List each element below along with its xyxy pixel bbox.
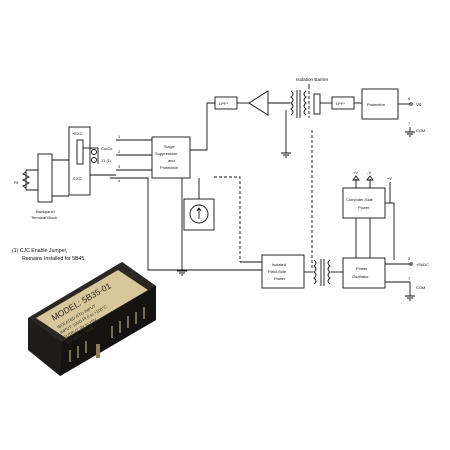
isolation-transformer bbox=[290, 90, 294, 116]
backpanel-label-2: Terminal Block bbox=[31, 215, 57, 220]
surge-label-3: and bbox=[168, 158, 175, 163]
field-side-power-block bbox=[261, 254, 305, 289]
amplifier-triangle bbox=[248, 90, 269, 116]
computer-power-label-1: Computer-Side bbox=[346, 197, 374, 202]
protection-label: Protection bbox=[367, 102, 385, 107]
com-label-bottom: COM bbox=[416, 285, 425, 290]
isolation-barrier-label: Isolation Barrier bbox=[296, 77, 329, 82]
pin-3: 3 bbox=[118, 164, 121, 169]
jumper-note-line-1: (1) CJC Enable Jumper, bbox=[12, 248, 67, 254]
surge-protection-block bbox=[151, 136, 191, 179]
vo-label: Vo bbox=[416, 102, 422, 107]
computer-power-label-2: Power bbox=[358, 205, 370, 210]
surge-label-4: Protection bbox=[160, 165, 178, 170]
rt-label: Rt bbox=[14, 180, 19, 185]
plus-v-label-2: +V bbox=[387, 176, 392, 181]
module-photo: MODEL: 5B35-01 ISOLATED RTD INPUT INPUT:… bbox=[28, 262, 156, 376]
cu-cu-label: Cu/Cu bbox=[101, 146, 112, 151]
power-transformer bbox=[313, 259, 317, 285]
cjc-minus-exc: -EXC bbox=[72, 176, 82, 181]
lpf-label-output: LPF* bbox=[336, 101, 345, 106]
plus-v-label-1: +V bbox=[353, 170, 358, 175]
module-label-plate bbox=[36, 270, 148, 338]
pin-1: 1 bbox=[118, 134, 121, 139]
vdc-pin-number: 5 bbox=[408, 256, 411, 261]
lpf-label-input: LPF* bbox=[219, 101, 228, 106]
com-label-top: COM bbox=[416, 128, 425, 133]
pin-2: 2 bbox=[118, 149, 121, 154]
rtd-resistor bbox=[21, 171, 31, 189]
oscillator-label-1: Power bbox=[356, 266, 368, 271]
oscillator-label-2: Oscillator bbox=[352, 274, 369, 279]
field-power-label-3: Power bbox=[274, 276, 286, 281]
vo-pin-number: 6 bbox=[408, 96, 411, 101]
jumper-label: J1 (1) bbox=[101, 158, 112, 163]
jumper-note-line-2: Remains Installed for 5B45. bbox=[22, 256, 86, 262]
minus-v-label: -V bbox=[367, 170, 371, 175]
com-pin-top: 7 bbox=[408, 121, 411, 126]
vdc-label: +5VDC bbox=[416, 262, 429, 267]
computer-side-power-block bbox=[342, 187, 386, 219]
current-source-icon bbox=[189, 204, 209, 224]
backpanel-label-1: Backpanel bbox=[36, 209, 55, 214]
field-power-label-1: Isolated bbox=[272, 262, 286, 267]
field-power-label-2: Field-Side bbox=[268, 269, 287, 274]
cjc-plus-exc: +EXC bbox=[72, 131, 83, 136]
surge-label-2: Suppression bbox=[155, 151, 177, 156]
com-pin-bottom: 7 bbox=[408, 276, 411, 281]
pin-4: 4 bbox=[118, 178, 121, 183]
surge-label-1: Surge bbox=[164, 144, 175, 149]
power-oscillator-block bbox=[342, 257, 386, 289]
backpanel-terminal-block bbox=[37, 153, 53, 203]
